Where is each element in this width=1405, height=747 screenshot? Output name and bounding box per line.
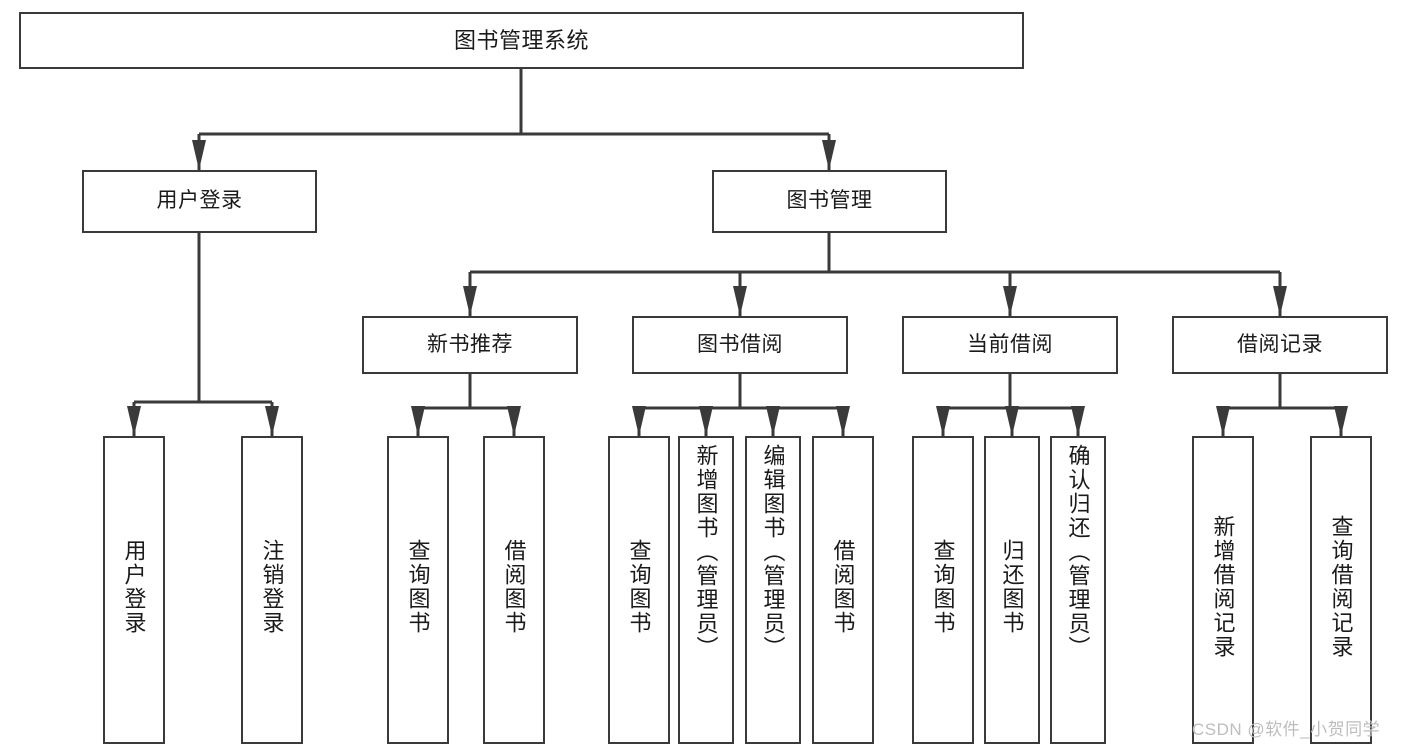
node-label-current-borrow: 当前借阅 bbox=[967, 332, 1053, 356]
node-leaf-confirm-ret[interactable]: 确认归还（管理员） bbox=[1050, 436, 1106, 744]
node-label-root: 图书管理系统 bbox=[453, 27, 589, 53]
node-leaf-add-record[interactable]: 新增借阅记录 bbox=[1192, 436, 1254, 744]
node-root[interactable]: 图书管理系统 bbox=[19, 12, 1024, 69]
node-leaf-borrow-book-1[interactable]: 借阅图书 bbox=[483, 436, 545, 744]
node-label-leaf-add-book: 新增图书（管理员） bbox=[693, 444, 719, 660]
node-borrow-record[interactable]: 借阅记录 bbox=[1172, 316, 1388, 374]
node-leaf-query-book-2[interactable]: 查询图书 bbox=[608, 436, 670, 744]
node-leaf-user-login[interactable]: 用户登录 bbox=[103, 436, 165, 744]
node-label-leaf-query-book-3: 查询图书 bbox=[930, 539, 956, 635]
node-leaf-add-book[interactable]: 新增图书（管理员） bbox=[678, 436, 734, 744]
node-new-book-rec[interactable]: 新书推荐 bbox=[362, 316, 578, 374]
node-leaf-borrow-book-2[interactable]: 借阅图书 bbox=[812, 436, 874, 744]
node-book-manage[interactable]: 图书管理 bbox=[712, 170, 947, 233]
node-label-new-book-rec: 新书推荐 bbox=[427, 332, 513, 356]
node-user-login[interactable]: 用户登录 bbox=[82, 170, 317, 233]
node-label-book-borrow: 图书借阅 bbox=[697, 332, 783, 356]
node-label-user-login: 用户登录 bbox=[156, 189, 243, 213]
node-label-leaf-add-record: 新增借阅记录 bbox=[1210, 515, 1236, 659]
node-leaf-query-book-1[interactable]: 查询图书 bbox=[387, 436, 449, 744]
node-leaf-query-record[interactable]: 查询借阅记录 bbox=[1310, 436, 1372, 744]
node-label-leaf-borrow-book-2: 借阅图书 bbox=[830, 539, 856, 635]
node-label-leaf-query-book-1: 查询图书 bbox=[405, 539, 431, 635]
node-label-leaf-confirm-ret: 确认归还（管理员） bbox=[1065, 444, 1091, 660]
node-current-borrow[interactable]: 当前借阅 bbox=[902, 316, 1118, 374]
node-label-leaf-query-book-2: 查询图书 bbox=[626, 539, 652, 635]
node-book-borrow[interactable]: 图书借阅 bbox=[632, 316, 848, 374]
node-label-leaf-borrow-book-1: 借阅图书 bbox=[501, 539, 527, 635]
node-label-leaf-user-logout: 注销登录 bbox=[259, 539, 285, 635]
node-label-book-manage: 图书管理 bbox=[786, 189, 873, 213]
node-leaf-edit-book[interactable]: 编辑图书（管理员） bbox=[745, 436, 801, 744]
node-leaf-query-book-3[interactable]: 查询图书 bbox=[912, 436, 974, 744]
node-label-leaf-return-book: 归还图书 bbox=[999, 539, 1025, 635]
node-label-leaf-query-record: 查询借阅记录 bbox=[1328, 515, 1354, 659]
node-label-borrow-record: 借阅记录 bbox=[1237, 332, 1323, 356]
node-leaf-return-book[interactable]: 归还图书 bbox=[984, 436, 1040, 744]
node-label-leaf-edit-book: 编辑图书（管理员） bbox=[760, 444, 786, 660]
node-leaf-user-logout[interactable]: 注销登录 bbox=[241, 436, 303, 744]
node-label-leaf-user-login: 用户登录 bbox=[121, 539, 147, 635]
